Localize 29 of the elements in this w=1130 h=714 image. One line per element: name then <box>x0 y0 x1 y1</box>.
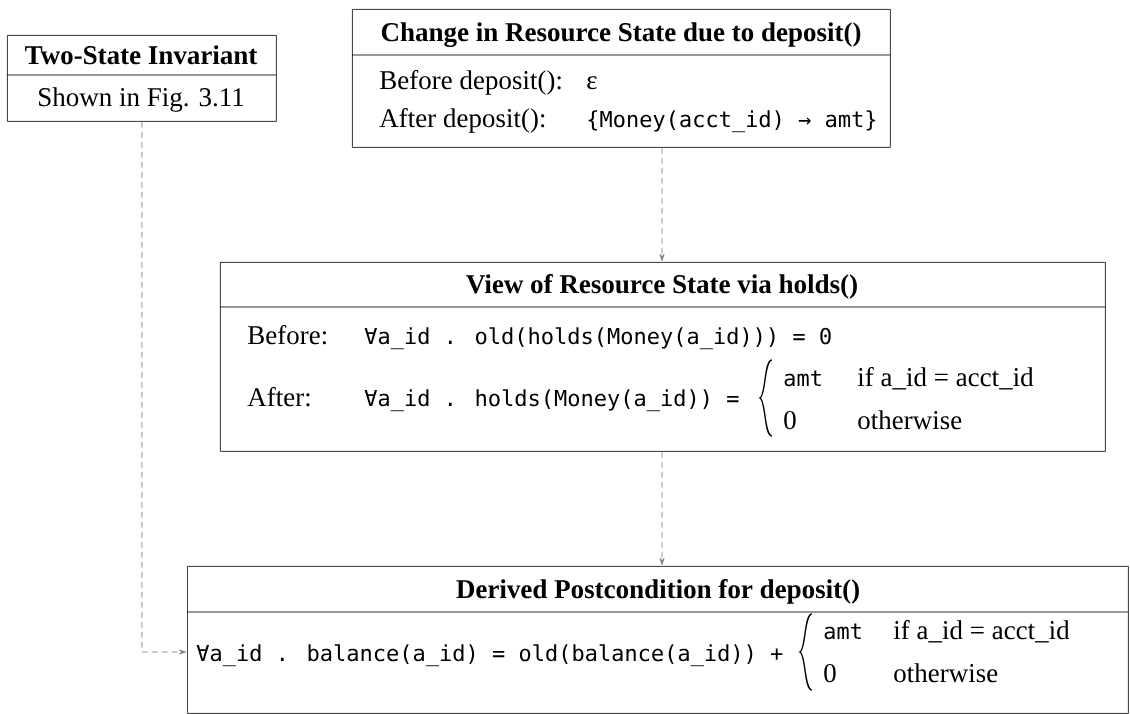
case-value: amt <box>824 623 861 640</box>
case-condition: otherwise <box>858 410 962 430</box>
case-value: 0 <box>784 411 796 430</box>
formula-text: ∀a_id . balance(a_id) = old(balance(a_id)) + <box>196 644 783 667</box>
class-box <box>6 35 277 122</box>
formula-text: ∀a_id . holds(Money(a_id)) = <box>364 389 739 412</box>
class-box <box>219 262 1106 452</box>
arrow <box>659 451 665 566</box>
box-title: Change in Resource State due to deposit() <box>381 22 861 47</box>
box-text: Shown in Fig. 3.11 <box>39 87 244 112</box>
case-condition: if a_id = acct_id <box>857 367 1034 390</box>
class-box <box>186 566 1129 714</box>
case-condition: if a_id = acct_id <box>893 620 1070 643</box>
formula-text: ε <box>587 76 597 90</box>
formula-text: ∀a_id . old(holds(Money(a_id))) = 0 <box>364 327 831 350</box>
case-value: amt <box>784 370 821 387</box>
row-label: Before deposit(): <box>380 70 561 95</box>
case-value: 0 <box>824 664 836 683</box>
case-condition: otherwise <box>894 663 998 683</box>
row-label: Before: <box>248 325 326 345</box>
row-label: After deposit(): <box>379 108 545 133</box>
formula-text: {Money(acct_id) → amt} <box>588 110 876 133</box>
box-title: Derived Postcondition for deposit() <box>456 579 859 604</box>
box-title: View of Resource State via holds() <box>466 274 857 299</box>
arrow <box>141 121 187 655</box>
arrow <box>659 147 665 262</box>
box-title: Two-State Invariant <box>25 45 258 65</box>
row-label: After: <box>247 387 310 407</box>
class-box <box>351 9 891 148</box>
